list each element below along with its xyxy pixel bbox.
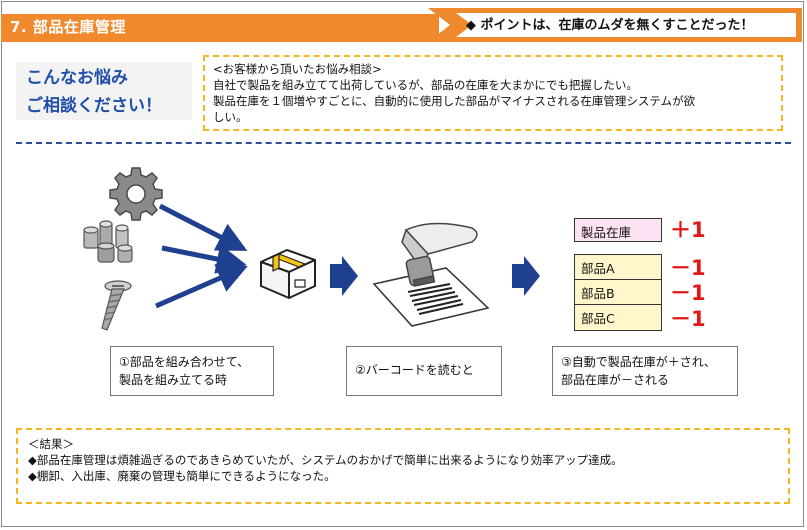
point-banner-inner: [456, 13, 796, 37]
gear-icon: [109, 167, 163, 221]
product-box-icon: [260, 249, 316, 299]
product-stock-label: 製品在庫: [574, 218, 662, 242]
part-c-label: 部品C: [574, 305, 662, 331]
step-2-line-1: ②バーコードを読むと: [355, 363, 474, 377]
result-line-2: ◆棚卸、入出庫、廃棄の管理も簡単にできるようになった。: [28, 469, 336, 483]
consultation-line-1: 自社で製品を組み立てて出荷しているが、部品の在庫を大まかにでも把握したい。: [213, 78, 638, 92]
part-c-delta: －1: [670, 307, 706, 331]
result-box: ＜結果＞ ◆部品在庫管理は煩雑過ぎるのであきらめていたが、システムのおかげで簡単…: [16, 428, 790, 504]
point-banner: [428, 8, 802, 42]
step-3-line-2: 部品在庫が－される: [561, 373, 670, 387]
point-text: ◆ ポイントは、在庫のムダを無くすことだった！: [466, 18, 754, 33]
flow-arrow-1: [330, 256, 358, 296]
screw-icon: [101, 280, 132, 331]
trouble-line-2: ご相談ください！: [26, 96, 162, 116]
step-1-caption: ①部品を組み合わせて、 製品を組み立てる時: [110, 346, 274, 396]
result-line-1: ◆部品在庫管理は煩雑過ぎるのであきらめていたが、システムのおかげで簡単に出来るよ…: [28, 453, 623, 467]
consultation-line-3: しい。: [213, 110, 248, 124]
barcode-scanner-icon: [372, 222, 490, 327]
step-2-caption: ②バーコードを読むと: [346, 346, 502, 396]
arrow-bolts-to-box: [161, 244, 247, 274]
assembly-arrows: [155, 203, 248, 309]
consultation-heading: <お客様から頂いたお悩み相談>: [213, 62, 382, 76]
part-a-delta: －1: [670, 256, 706, 280]
part-b-label: 部品B: [574, 280, 662, 305]
consultation-line-2: 製品在庫を１個増やすごとに、自動的に使用した部品がマイナスされる在庫管理システム…: [213, 94, 696, 108]
section-divider: [16, 142, 791, 144]
arrow-gear-to-box: [158, 203, 248, 251]
header-bar: [1, 14, 439, 42]
flow-arrow-2: [512, 256, 540, 296]
bolts-icon: [83, 220, 133, 263]
result-heading: ＜結果＞: [28, 437, 74, 451]
trouble-line-1: こんなお悩み: [26, 68, 128, 88]
product-stock-delta: ＋1: [670, 218, 706, 242]
step-1-line-1: ①部品を組み合わせて、: [119, 355, 250, 369]
part-a-label: 部品A: [574, 254, 662, 280]
step-3-caption: ③自動で製品在庫が＋され、 部品在庫が－される: [552, 346, 738, 396]
consultation-box: <お客様から頂いたお悩み相談> 自社で製品を組み立てて出荷しているが、部品の在庫…: [203, 55, 783, 131]
trouble-callout: こんなお悩み ご相談ください！: [16, 62, 192, 120]
arrow-screw-to-box: [155, 264, 248, 309]
part-b-delta: －1: [670, 281, 706, 305]
page-title: 7. 部品在庫管理: [10, 18, 126, 36]
step-3-line-1: ③自動で製品在庫が＋され、: [561, 355, 716, 369]
step-1-line-2: 製品を組み立てる時: [119, 373, 228, 387]
